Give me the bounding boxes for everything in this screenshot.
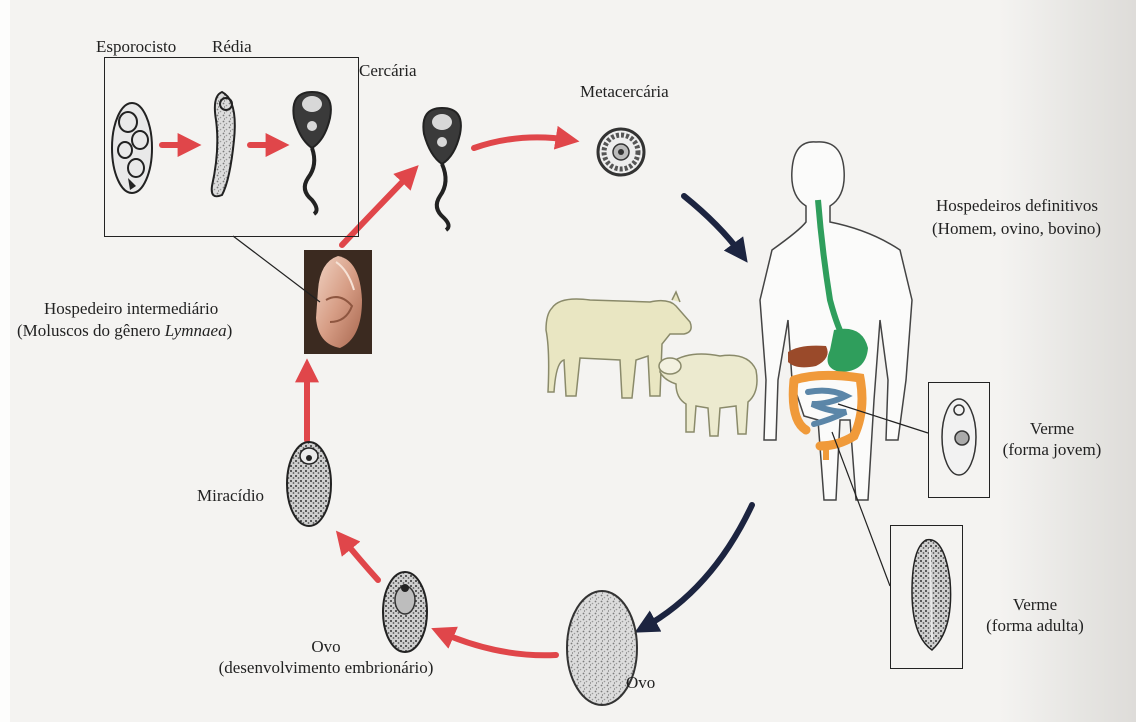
cow-illustration [546,292,691,398]
label-moluscos-prefix: (Moluscos do gênero [17,321,165,340]
label-verme-adulta: Verme (forma adulta) [976,594,1094,636]
label-ovo-embrionario-line2: (desenvolvimento embrionário) [196,657,456,678]
label-cercaria: Cercária [359,60,417,81]
label-verme-jovem: Verme (forma jovem) [994,418,1110,460]
label-moluscos-suffix: ) [227,321,233,340]
miracidio-illustration [287,442,331,526]
intermediate-stages-box [104,57,359,237]
label-hospedeiro-intermediario: Hospedeiro intermediário [44,298,218,319]
arrow-cercaria-metacercaria [474,137,570,148]
snail-lymnaea-illustration [304,250,372,354]
label-redia: Rédia [212,36,252,57]
label-ovo: Ovo [626,672,655,693]
verme-adulta-box [890,525,963,669]
label-esporocisto: Esporocisto [96,36,176,57]
label-verme-adulta-line1: Verme [976,594,1094,615]
arrow-ovo-to-embryonated [440,632,556,655]
label-ovo-embrionario-line1: Ovo [196,636,456,657]
label-verme-adulta-line2: (forma adulta) [976,615,1094,636]
label-ovo-embrionario: Ovo (desenvolvimento embrionário) [196,636,456,678]
sheep-illustration [659,354,757,436]
label-verme-jovem-line1: Verme [994,418,1110,439]
label-metacercaria: Metacercária [580,81,669,102]
arrow-metacercaria-host [684,196,742,255]
arrow-ovo-miracidio [342,538,378,580]
metacercaria-illustration [598,129,644,175]
label-hospedeiros-definitivos: Hospedeiros definitivos [936,195,1098,216]
arrow-host-ovo [643,505,752,628]
label-moluscos: (Moluscos do gênero Lymnaea) [17,320,232,341]
verme-jovem-box [928,382,990,498]
human-host-illustration [760,142,912,500]
navy-arrows [643,196,752,628]
label-hospedeiros-definitivos-examples: (Homem, ovino, bovino) [932,218,1101,239]
cercaria-illustration [423,108,461,230]
label-moluscos-genus: Lymnaea [165,321,227,340]
label-verme-jovem-line2: (forma jovem) [994,439,1110,460]
label-miracidio: Miracídio [197,485,264,506]
